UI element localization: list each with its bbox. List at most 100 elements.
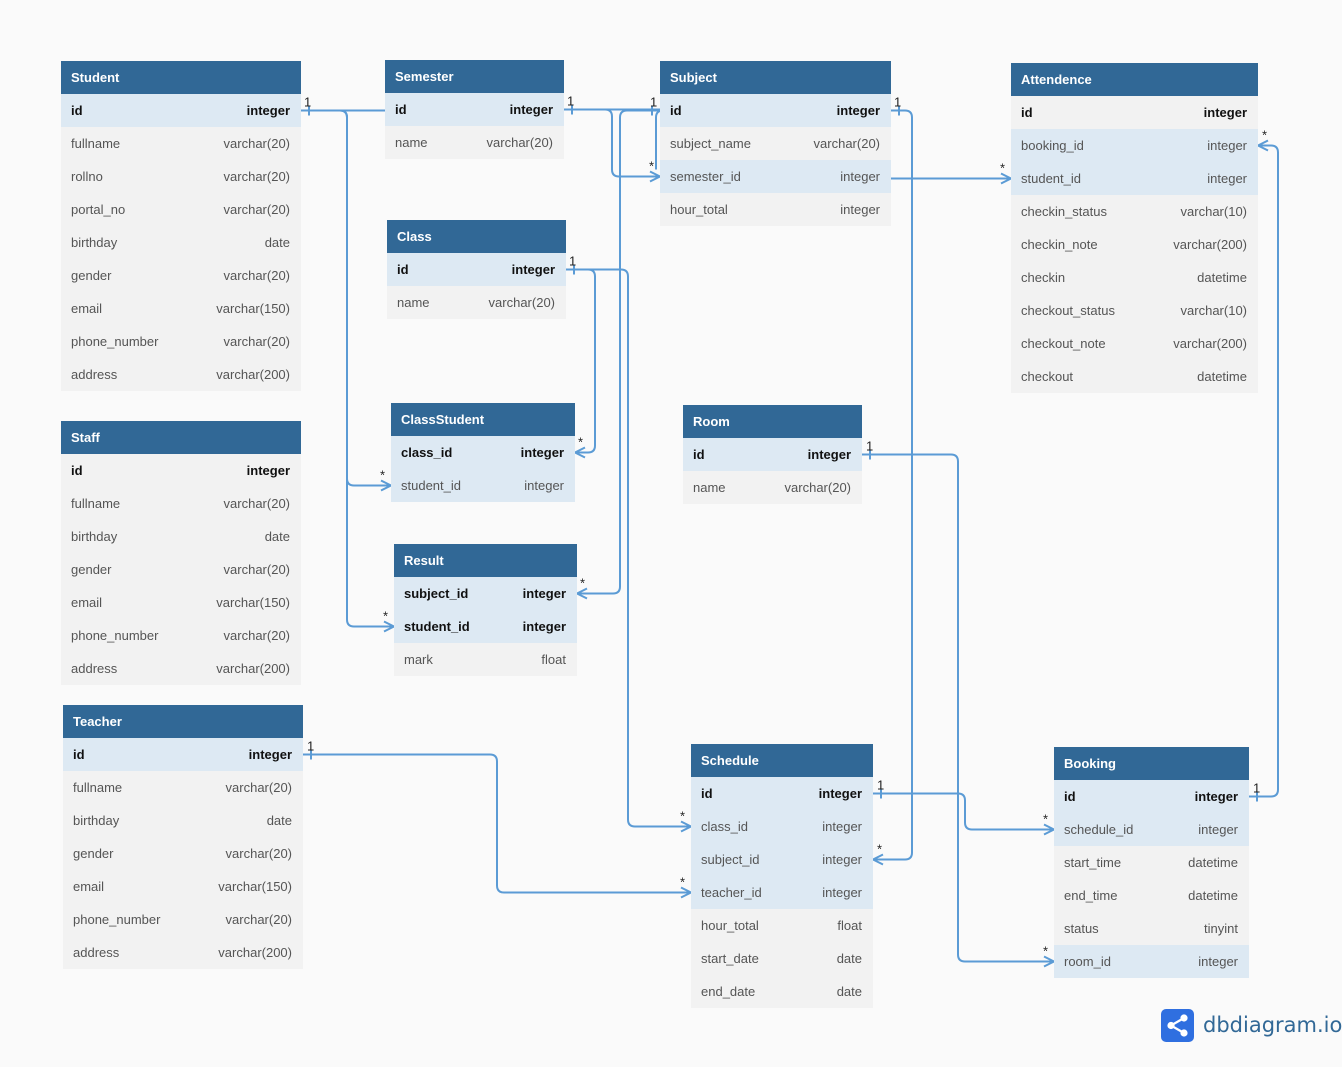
field-type: varchar(200)	[1173, 336, 1247, 351]
table-header-room[interactable]: Room	[683, 405, 862, 438]
table-header-booking[interactable]: Booking	[1054, 747, 1249, 780]
table-header-result[interactable]: Result	[394, 544, 577, 577]
field-name: id	[395, 102, 407, 117]
table-header-classstudent[interactable]: ClassStudent	[391, 403, 575, 436]
table-header-class[interactable]: Class	[387, 220, 566, 253]
field-name: start_date	[701, 951, 759, 966]
field-type: integer	[1194, 789, 1238, 804]
table-header-staff[interactable]: Staff	[61, 421, 301, 454]
field-name: start_time	[1064, 855, 1122, 870]
cardinality-label: *	[383, 609, 388, 624]
table-header-semester[interactable]: Semester	[385, 60, 564, 93]
dbdiagram-logo[interactable]: dbdiagram.io	[1161, 1008, 1342, 1042]
cardinality-label: *	[649, 159, 654, 174]
field-name: address	[71, 367, 118, 382]
cardinality-label: *	[1043, 812, 1048, 827]
cardinality-label: 1	[569, 254, 576, 269]
many-mark	[680, 820, 692, 833]
cardinality-label: 1	[650, 95, 657, 110]
table-header-teacher[interactable]: Teacher	[63, 705, 303, 738]
many-mark	[383, 620, 395, 633]
table-header-student[interactable]: Student	[61, 61, 301, 94]
field-type: date	[264, 235, 290, 250]
table-header-subject[interactable]: Subject	[660, 61, 891, 94]
table-header-schedule[interactable]: Schedule	[691, 744, 873, 777]
field-name: id	[670, 103, 682, 118]
table-header-attendence[interactable]: Attendence	[1011, 63, 1258, 96]
